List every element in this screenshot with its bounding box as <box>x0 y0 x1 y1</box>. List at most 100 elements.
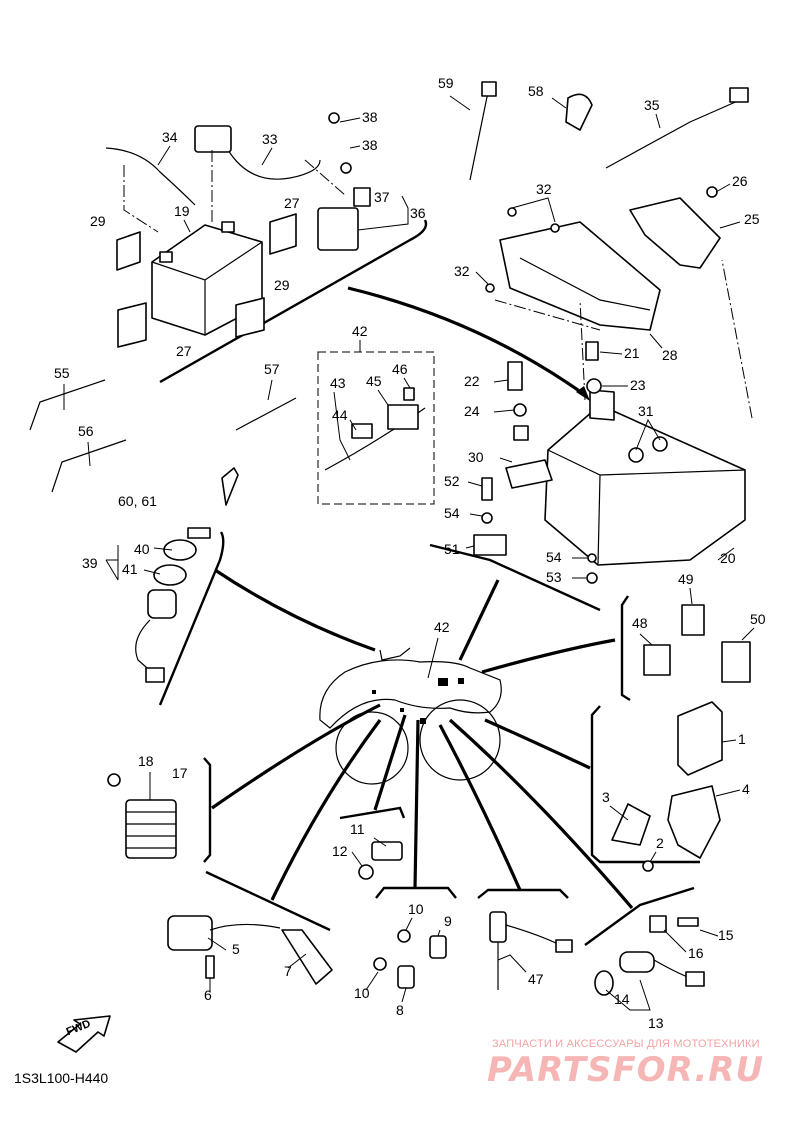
callout-40: 40 <box>134 541 150 557</box>
sender-group-bracket <box>375 886 457 899</box>
battery-cable-33 <box>227 149 321 180</box>
callout-43: 43 <box>330 375 346 391</box>
bracket-dashdot <box>494 259 753 419</box>
callout-36: 36 <box>410 205 426 221</box>
bolt-38 <box>328 112 340 124</box>
bracket-25 <box>629 197 721 269</box>
callout-45: 45 <box>366 373 382 389</box>
coil-group-bracket <box>205 870 331 932</box>
fuse <box>353 187 371 207</box>
leader-switch <box>373 714 407 811</box>
callout-12: 12 <box>332 843 348 859</box>
leader-speed <box>438 724 522 891</box>
washer-23 <box>586 378 602 394</box>
bolt-32c <box>485 283 495 293</box>
callout-11: 11 <box>350 821 365 837</box>
coil-lead <box>209 923 281 931</box>
leader-sender <box>413 719 420 889</box>
kit-group-bracket <box>158 531 225 706</box>
callout-10a: 10 <box>408 901 424 917</box>
leader-pickup <box>448 718 634 910</box>
screw-52 <box>481 477 493 501</box>
bolt-18 <box>107 773 121 787</box>
relay-48 <box>643 644 671 676</box>
callout-42a: 42 <box>352 323 368 339</box>
bolt-2 <box>642 860 654 872</box>
damper-31a <box>628 447 644 463</box>
band-59 <box>469 91 489 181</box>
harness-35 <box>605 99 741 169</box>
box-group-bracket <box>429 543 601 612</box>
watermark-logo: PARTSFOR.RU <box>487 1050 765 1090</box>
callout-7: 7 <box>284 963 292 979</box>
callout-49: 49 <box>678 571 694 587</box>
relay-50 <box>721 641 751 683</box>
motorcycle-silhouette <box>319 647 502 785</box>
callout-29a: 29 <box>90 213 106 229</box>
callout-54a: 54 <box>444 505 460 521</box>
fwd-arrow-icon <box>57 1015 111 1053</box>
rectifier-group-bracket <box>203 757 212 863</box>
callout-52: 52 <box>444 473 460 489</box>
washer-12 <box>358 864 374 880</box>
bolt-15 <box>677 917 699 927</box>
pad-30 <box>505 459 553 489</box>
callout-56: 56 <box>78 423 94 439</box>
kit-box <box>317 351 435 505</box>
sender-9 <box>429 935 447 959</box>
leader-ecu <box>484 718 591 770</box>
callout-25: 25 <box>744 211 760 227</box>
main-switch-39 <box>135 527 211 683</box>
relay-49 <box>681 604 705 636</box>
callout-15: 15 <box>718 927 734 943</box>
battery-group-bracket <box>159 219 428 384</box>
coupler-35 <box>729 87 749 103</box>
battery-dashdot <box>123 150 346 233</box>
callout-8: 8 <box>396 1002 404 1018</box>
callout-17: 17 <box>172 765 188 781</box>
band-56 <box>51 439 127 493</box>
callout-1: 1 <box>738 731 746 747</box>
callout-53: 53 <box>546 569 562 585</box>
callout-24: 24 <box>464 403 480 419</box>
washer-54 <box>481 512 493 524</box>
ignition-coil-5 <box>167 915 213 951</box>
callout-57: 57 <box>264 361 280 377</box>
callout-41: 41 <box>122 561 138 577</box>
callout-29b: 29 <box>274 277 290 293</box>
gasket-10a <box>397 929 411 943</box>
callout-59: 59 <box>438 75 454 91</box>
callout-19: 19 <box>174 203 190 219</box>
damper-31b <box>652 436 668 452</box>
bracket-4 <box>667 785 721 859</box>
callout-2: 2 <box>656 835 664 851</box>
bolt-32a <box>507 207 517 217</box>
callout-3: 3 <box>602 789 610 805</box>
pickup-group-bracket <box>584 886 695 946</box>
battery-cable-33-boot <box>194 125 232 153</box>
callout-16: 16 <box>688 945 704 961</box>
arrow-to-box <box>347 286 586 397</box>
callout-58: 58 <box>528 83 544 99</box>
relay-group-bracket <box>620 595 631 702</box>
bolt-38b <box>340 162 352 174</box>
callout-10b: 10 <box>354 985 370 1001</box>
callout-22: 22 <box>464 373 480 389</box>
washer-54b <box>587 553 597 563</box>
bracket-3 <box>611 803 651 846</box>
connector-51 <box>473 534 507 556</box>
callout-50: 50 <box>750 611 766 627</box>
callout-31: 31 <box>638 403 654 419</box>
watermark-tagline: ЗАПЧАСТИ И АКСЕССУАРЫ ДЛЯ МОТОТЕХНИКИ <box>492 1038 760 1050</box>
band-59-head <box>481 81 497 97</box>
bolt-6 <box>205 955 215 979</box>
band-55 <box>29 379 106 431</box>
sensor-16 <box>649 915 667 933</box>
pickup-13 <box>619 951 655 973</box>
switch-group-bracket <box>339 806 406 820</box>
gasket-10b <box>373 957 387 971</box>
bolt-22 <box>507 361 523 391</box>
callout-9: 9 <box>444 913 452 929</box>
